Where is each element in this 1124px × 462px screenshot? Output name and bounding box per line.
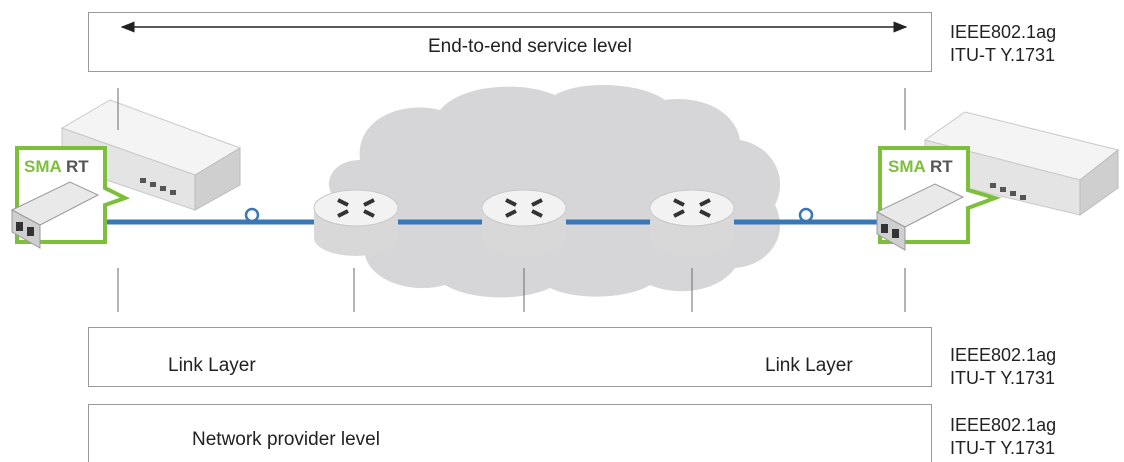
link-layer-box — [88, 327, 932, 387]
standard-ieee: IEEE802.1ag — [950, 415, 1057, 435]
link-marker-left — [244, 207, 260, 223]
router-3 — [649, 189, 735, 256]
network-provider-label: Network provider level — [192, 429, 380, 450]
svg-text:RT: RT — [66, 157, 89, 176]
smart-sfp-right: SMA RT — [875, 146, 1002, 251]
link-layer-left-label: Link Layer — [168, 355, 256, 376]
standard-ieee: IEEE802.1ag — [950, 345, 1057, 365]
link-layer-right-label: Link Layer — [765, 355, 853, 376]
svg-text:RT: RT — [930, 157, 953, 176]
standards-middle: IEEE802.1ag ITU-T Y.1731 — [950, 344, 1056, 390]
network-provider-box — [88, 404, 932, 462]
link-marker-right — [798, 207, 814, 223]
standards-top: IEEE802.1ag ITU-T Y.1731 — [950, 21, 1056, 67]
smart-sfp-left: SMA RT — [10, 146, 131, 249]
end-to-end-label: End-to-end service level — [428, 36, 632, 57]
standard-itu: ITU-T Y.1731 — [950, 368, 1056, 388]
guide-lines — [117, 88, 906, 312]
router-1 — [313, 189, 399, 256]
standard-ieee: IEEE802.1ag — [950, 22, 1057, 42]
smart-logo-left: SMA — [24, 157, 62, 176]
router-2 — [481, 189, 567, 256]
standards-bottom: IEEE802.1ag ITU-T Y.1731 — [950, 414, 1056, 460]
standard-itu: ITU-T Y.1731 — [950, 438, 1056, 458]
standard-itu: ITU-T Y.1731 — [950, 45, 1056, 65]
network-cloud — [329, 84, 781, 298]
smart-logo-right: SMA — [888, 157, 926, 176]
